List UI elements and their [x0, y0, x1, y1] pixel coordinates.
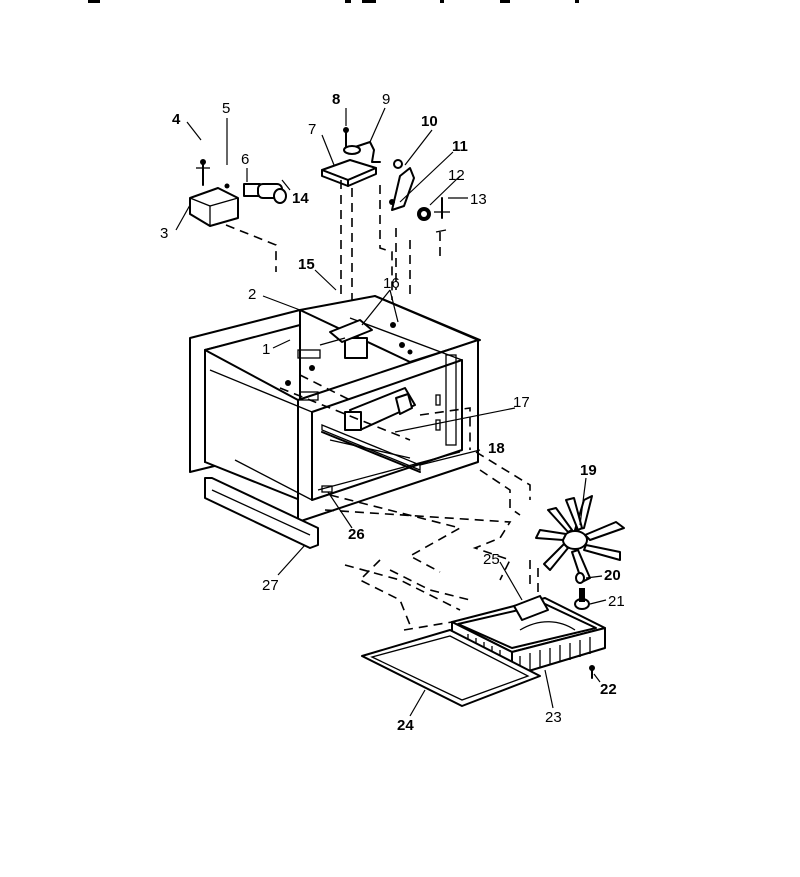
bottom-panel — [361, 629, 541, 707]
leader-lines — [175, 107, 607, 717]
callout-5: 5 — [222, 100, 230, 117]
callout-21: 21 — [608, 593, 625, 610]
motor-switch — [243, 183, 287, 204]
callout-17: 17 — [513, 394, 530, 411]
fan-blade — [535, 495, 625, 610]
callout-26: 26 — [348, 526, 365, 543]
callout-10: 10 — [421, 113, 438, 130]
callout-25: 25 — [483, 551, 500, 568]
callout-27: 27 — [262, 577, 279, 594]
dashed-wiring — [225, 180, 539, 631]
callout-4: 4 — [172, 111, 181, 128]
callout-19: 19 — [580, 462, 597, 479]
callout-16: 16 — [383, 275, 400, 292]
relay-box — [189, 159, 239, 227]
callout-22: 22 — [600, 681, 617, 698]
callout-12: 12 — [448, 167, 465, 184]
callout-3: 3 — [160, 225, 168, 242]
callout-11: 11 — [452, 138, 468, 155]
callout-6: 6 — [241, 151, 249, 168]
callout-13: 13 — [470, 191, 487, 208]
callout-8: 8 — [332, 91, 340, 108]
callout-20: 20 — [604, 567, 621, 584]
callout-23: 23 — [545, 709, 562, 726]
callout-18: 18 — [488, 440, 505, 457]
callout-15: 15 — [298, 256, 315, 273]
callout-9: 9 — [382, 91, 390, 108]
callout-labels: 1 2 3 4 5 6 7 8 9 10 11 12 13 14 15 16 1… — [160, 91, 625, 734]
lamp-assembly — [389, 159, 450, 233]
callout-7: 7 — [308, 121, 316, 138]
callout-14: 14 — [292, 190, 309, 207]
fan-tray — [451, 595, 606, 679]
callout-24: 24 — [397, 717, 414, 734]
scan-artifacts — [88, 0, 579, 3]
callout-1: 1 — [262, 341, 270, 358]
oven-cabinet — [189, 295, 481, 523]
bottom-kick-panel — [204, 477, 319, 549]
callout-2: 2 — [248, 286, 256, 303]
